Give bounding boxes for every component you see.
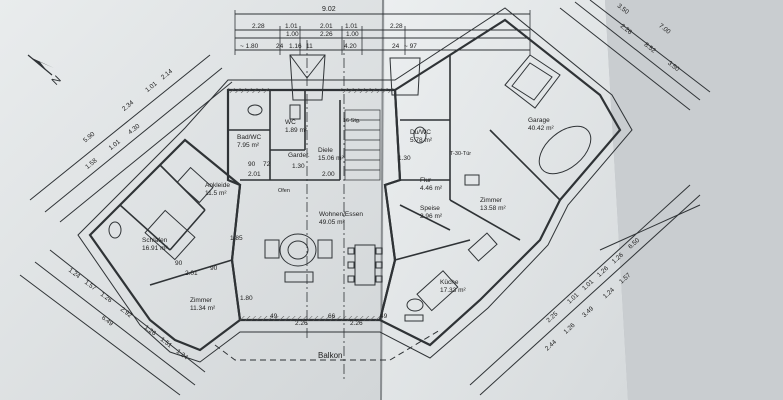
room-du-wc-name: Du/WC [410,129,431,136]
dim-top-r3-3: 11 [306,43,313,50]
room-schlafen-area: 16.91 m² [142,245,168,252]
dim-misc-2: 90 [248,161,256,168]
room-speise-name: Speise [420,205,440,212]
dim-top-r1-2: 2.01 [320,23,333,30]
dim-bottom-2: 66 [328,313,336,320]
room-kueche-name: Küche [440,279,459,286]
dim-misc-7: 2.01 [185,270,198,277]
room-kueche-area: 17.33 m² [440,287,466,294]
room-diele-name: Diele [318,147,333,154]
car-symbol [504,54,592,175]
tuer-label: T-30-Tür [450,151,471,157]
dim-misc-9: 1.80 [240,295,253,302]
dim-top-r1-1: 1.01 [285,23,298,30]
room-zimmer2-name: Zimmer [480,197,503,204]
dim-bottom-3: 2.26 [350,320,363,327]
dim-misc-10: 1.85 [230,235,243,242]
room-zimmer1-name: Zimmer [190,297,213,304]
room-ankleide-area: 11.5 m² [205,190,227,197]
staircase [344,109,381,181]
dim-bottom-1: 2.26 [295,320,308,327]
room-zimmer2-area: 13.58 m² [480,205,506,212]
dim-misc-8: 90 [210,265,218,272]
dim-misc-3: 72 [263,161,271,168]
ofen-label: Ofen [278,188,290,194]
room-ankleide-name: Ankleide [205,182,230,189]
living-furniture [264,233,383,286]
room-wohnen-area: 49.05 m² [319,219,345,226]
dim-top-r3-4: 4.20 [344,43,357,50]
dim-top-r3-1: 24 [276,43,284,50]
dim-top-r2-0: 1.00 [286,31,299,38]
room-zimmer1-area: 11.34 m² [190,305,216,312]
dim-top-r3-6: ~ 97 [404,43,417,50]
dim-top-r1-0: 2.28 [252,23,265,30]
room-schlafen-name: Schlafen [142,237,168,244]
dim-top-r1-3: 1.01 [345,23,358,30]
left-sheet [0,0,385,400]
room-wohnen-name: Wohnen/Essen [319,211,363,218]
dim-top-r2-1: 2.26 [320,31,333,38]
dim-top-r3-2: 1.16 [289,43,302,50]
dim-misc-1: 2.00 [322,171,335,178]
dim-top-r1-4: 2.28 [390,23,403,30]
dim-top-r3-5: 24 [392,43,400,50]
room-garage-name: Garage [528,117,550,124]
room-flur-name: Flur [420,177,432,184]
room-garder-name: Garder. [288,152,310,159]
sheet-fold [380,0,384,400]
dim-misc-5: 1.30 [398,155,411,162]
stairs-label: 16 Stg. [343,118,361,124]
dim-misc-4: 2.01 [248,171,261,178]
room-wc-area: 1.89 m² [285,127,308,134]
room-garage-area: 40.42 m² [528,125,554,132]
dim-bottom-4: 49 [380,313,388,320]
dim-top-total: 9.02 [322,6,336,13]
dim-misc-0: 1.30 [292,163,305,170]
room-flur-area: 4.46 m² [420,185,443,192]
dim-bottom-0: 49 [270,313,278,320]
room-bad-wc-area: 7.95 m² [237,142,260,149]
balkon-label: Balkon [318,351,342,360]
room-speise-area: 2.96 m² [420,213,443,220]
dim-top-r3-0: ~ 1.80 [240,43,259,50]
dim-top-r2-2: 1.00 [346,31,359,38]
room-diele-area: 15.06 m² [318,155,344,162]
dim-misc-6: 90 [175,260,183,267]
room-wc-name: WC [285,119,296,126]
room-du-wc-area: 5.78 m² [410,137,433,144]
room-bad-wc-name: Bad/WC [237,134,262,141]
